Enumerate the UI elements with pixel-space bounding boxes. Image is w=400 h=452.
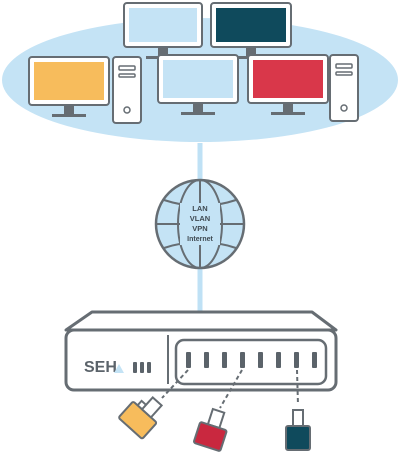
status-leds [133,362,151,373]
usb-ports [186,352,317,368]
usb-port [186,352,191,368]
brand-logo: SEH [84,359,124,376]
pc-tower-icon [329,54,359,122]
pc-tower-icon [112,56,142,124]
usb-dongle-icon [118,396,164,440]
usb-dongle-icon [285,409,311,451]
usb-dongle-icon [193,407,228,452]
network-label-vpn: VPN [192,224,207,233]
usb-port [240,352,245,368]
monitor-icon [28,56,110,117]
monitor-icon [157,54,239,115]
triangle-logo-icon [114,364,124,373]
network-label-vlan: VLAN [190,214,210,223]
usb-port [276,352,281,368]
usb-device-server [64,310,338,392]
status-led [140,362,144,373]
usb-port [312,352,317,368]
usb-port [294,352,299,368]
brand-name: SEH [84,359,117,376]
network-label-internet: Internet [187,236,213,243]
usb-cable-red [219,369,243,409]
monitor-icon [210,2,292,59]
status-led [133,362,137,373]
usb-cable-navy [296,369,299,406]
status-led [147,362,151,373]
network-label-lan: LAN [192,204,207,213]
usb-port [222,352,227,368]
usb-port [258,352,263,368]
monitor-icon [247,54,329,115]
globe-icon [154,178,246,270]
usb-cable-orange [161,369,189,399]
usb-port [204,352,209,368]
